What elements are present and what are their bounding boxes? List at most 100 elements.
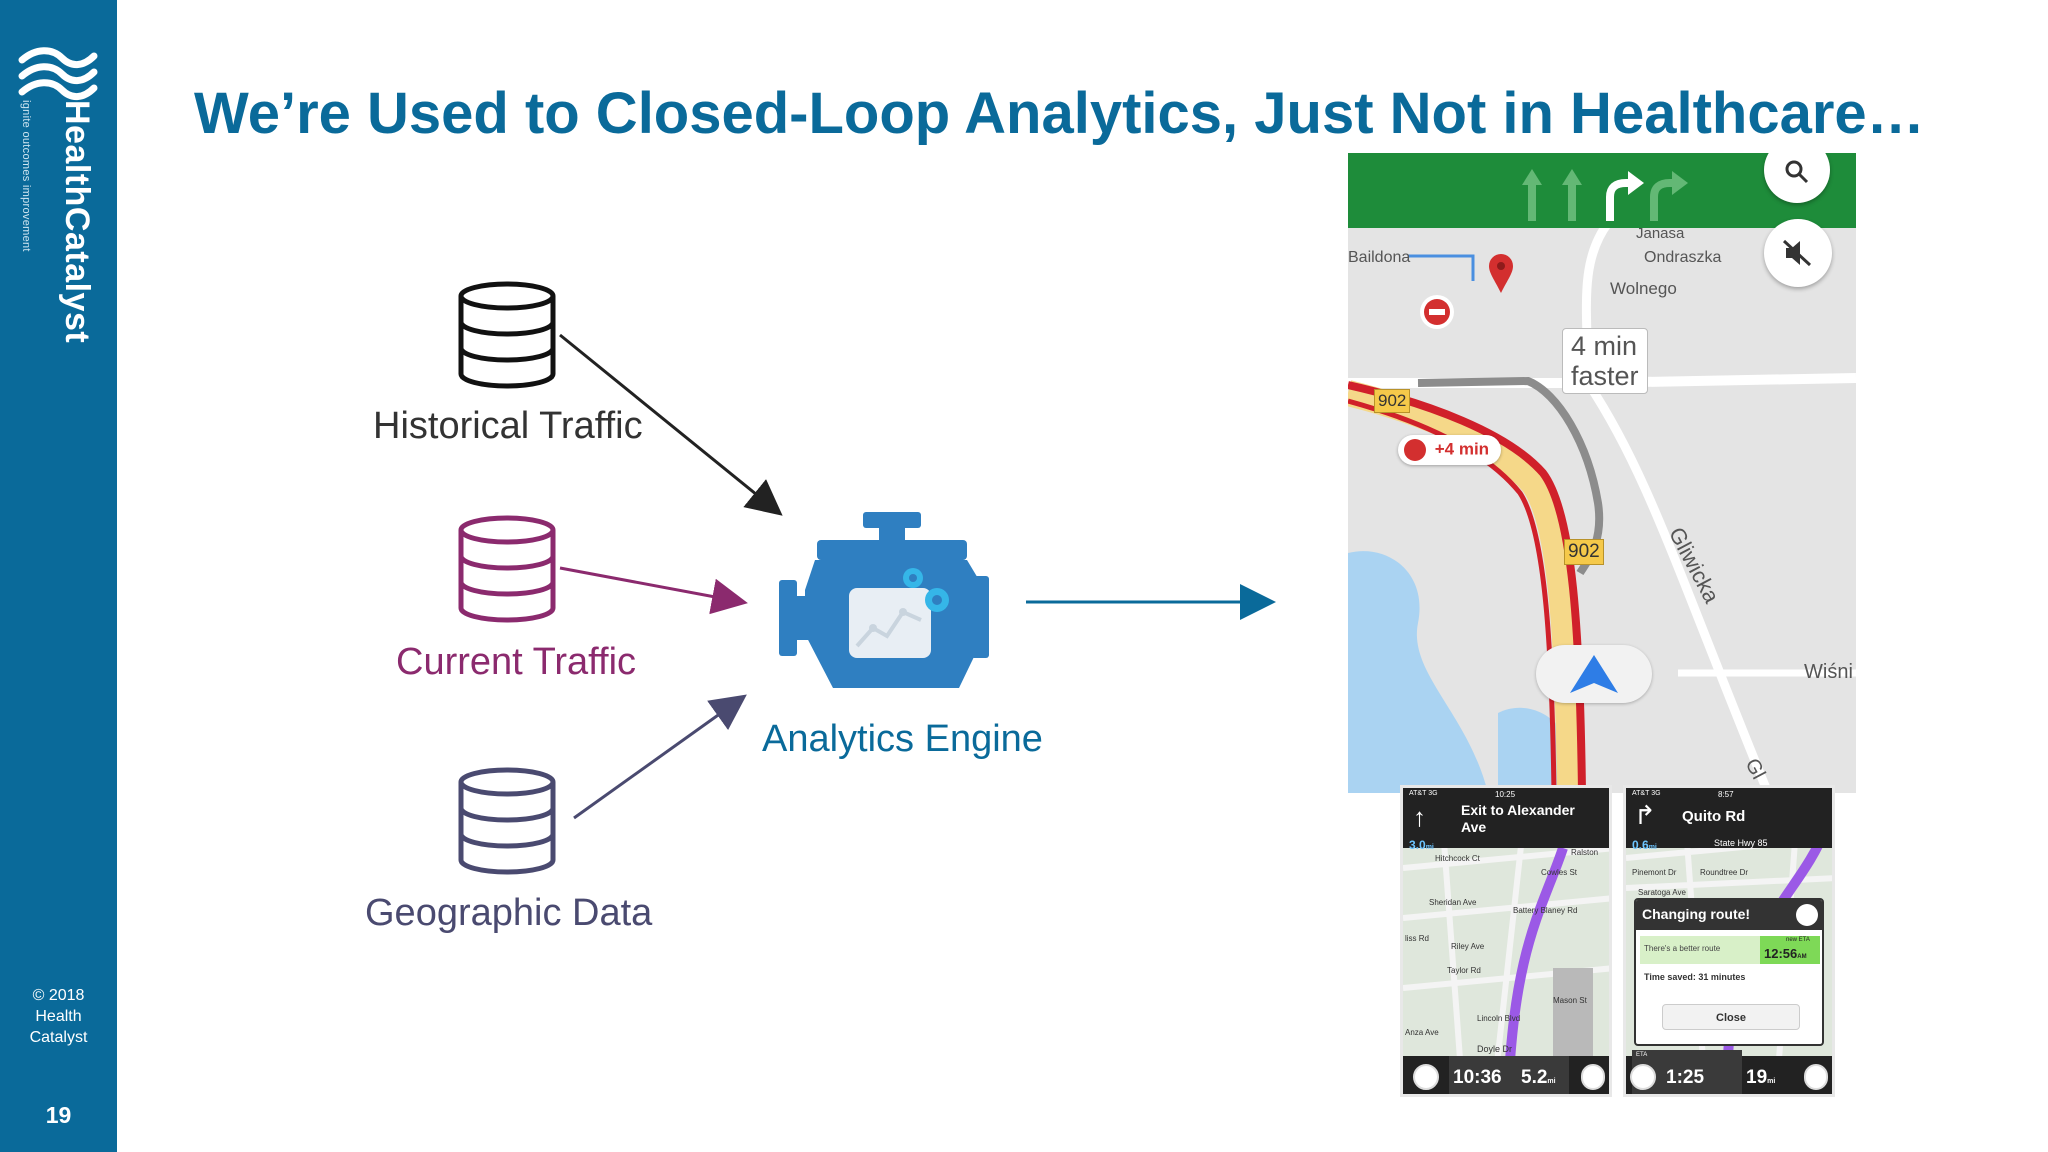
remaining-unit: mi <box>1547 1078 1556 1085</box>
instruction-text: Exit to Alexander <box>1461 802 1575 818</box>
street-label: Mason St <box>1553 996 1587 1005</box>
street-label: Ralston <box>1571 848 1599 857</box>
navigation-arrow-icon <box>1570 655 1618 693</box>
remaining-number: 19 <box>1746 1067 1768 1088</box>
page-number: 19 <box>45 1102 72 1128</box>
distance-value: 3.0mi <box>1409 838 1434 852</box>
arrow-historical <box>559 333 783 516</box>
street-label: Roundtree Dr <box>1700 868 1749 877</box>
location-pin-icon[interactable] <box>1581 1064 1605 1090</box>
street-label: Ondraszka <box>1644 249 1722 266</box>
arrow-geographic <box>573 694 747 820</box>
copyright-line: © 2018 <box>32 987 85 1004</box>
sidebar: HealthCatalyst ignite outcomes improveme… <box>0 0 117 1152</box>
faster-route-callout: 4 min faster <box>1562 328 1648 394</box>
mute-icon <box>1782 239 1812 267</box>
instruction-text: Quito Rd <box>1682 808 1746 825</box>
distance-number: 3.0 <box>1409 838 1426 852</box>
close-button[interactable]: Close <box>1662 1004 1800 1030</box>
street-label: Sheridan Ave <box>1429 898 1477 907</box>
remaining-distance: 19mi <box>1746 1067 1775 1089</box>
engine-icon <box>779 512 989 688</box>
geographic-data-label: Geographic Data <box>365 892 653 934</box>
search-icon <box>1785 160 1809 184</box>
street-label: Wiśni <box>1804 661 1853 683</box>
car-icon <box>1404 439 1426 461</box>
current-traffic-label: Current Traffic <box>396 641 637 683</box>
street-label: Pinemont Dr <box>1632 868 1677 877</box>
dialog-header <box>1636 900 1822 930</box>
eta-time: 1:25 <box>1666 1067 1705 1088</box>
street-label: Hitchcock Ct <box>1435 854 1480 863</box>
chat-icon[interactable] <box>1630 1064 1656 1090</box>
dialog-title: Changing route! <box>1642 906 1751 922</box>
mute-button[interactable] <box>1764 219 1832 287</box>
phone1-map <box>1403 788 1609 1094</box>
faster-callout-line: faster <box>1571 361 1639 391</box>
distance-unit: mi <box>1648 844 1657 851</box>
status-carrier: AT&T 3G <box>1409 790 1438 797</box>
street-label: Janasa <box>1636 225 1685 242</box>
dialog-message: There's a better route <box>1644 944 1721 953</box>
copyright: © 2018 Health Catalyst <box>0 985 117 1048</box>
database-icon-historical <box>458 281 556 389</box>
road-number-badge: 902 <box>1374 389 1411 413</box>
remaining-unit: mi <box>1767 1078 1776 1085</box>
road-number-badge: 902 <box>1564 539 1604 565</box>
eta-time: 10:36 <box>1453 1067 1502 1088</box>
street-label: Cowles St <box>1541 868 1578 877</box>
delay-badge: +4 min <box>1398 435 1502 465</box>
chat-icon[interactable] <box>1413 1064 1439 1090</box>
street-label: Doyle Dr <box>1477 1044 1513 1054</box>
turn-arrow-icon: ↱ <box>1634 800 1656 830</box>
search-button[interactable] <box>1764 153 1830 203</box>
location-pin-icon <box>1489 254 1513 293</box>
health-catalyst-logo-icon <box>18 47 98 100</box>
no-entry-icon <box>1420 295 1454 329</box>
delay-badge-text: +4 min <box>1434 439 1490 459</box>
street-label: Anza Ave <box>1405 1028 1439 1037</box>
new-eta-box <box>1760 936 1820 964</box>
new-eta-suffix: AM <box>1797 954 1807 960</box>
phone-screenshot-2: AT&T 3G 8:57 ↱ Quito Rd 0.6mi State Hwy … <box>1623 785 1835 1097</box>
turn-arrow-icon: ↑ <box>1413 802 1426 832</box>
remaining-distance: 5.2mi <box>1521 1067 1556 1089</box>
street-label: Taylor Rd <box>1447 966 1481 975</box>
distance-unit: mi <box>1425 844 1434 851</box>
arrow-current <box>559 566 748 615</box>
database-icon-current <box>458 515 556 623</box>
current-location-marker <box>1536 645 1652 703</box>
street-label: liss Rd <box>1405 934 1430 943</box>
analytics-engine-label: Analytics Engine <box>762 718 1043 760</box>
remaining-number: 5.2 <box>1521 1067 1548 1088</box>
status-carrier: AT&T 3G <box>1632 790 1661 797</box>
location-pin-icon[interactable] <box>1804 1064 1828 1090</box>
distance-number: 0.6 <box>1632 838 1649 852</box>
historical-traffic-label: Historical Traffic <box>373 405 643 447</box>
status-time: 10:25 <box>1495 790 1516 799</box>
database-icon-geographic <box>458 767 556 875</box>
street-label: Battery Blaney Rd <box>1513 906 1578 915</box>
eta-label: ETA <box>1636 1052 1648 1058</box>
navigation-map: Janasa Ondraszka Wolnego Baildona Gliwic… <box>1348 153 1856 793</box>
waze-icon <box>1796 904 1818 926</box>
slide-title: We’re Used to Closed-Loop Analytics, Jus… <box>194 81 1925 146</box>
distance-value: 0.6mi <box>1632 838 1657 852</box>
time-saved: Time saved: 31 minutes <box>1644 972 1746 982</box>
street-label: Wolnego <box>1610 279 1677 298</box>
copyright-line: Health <box>35 1008 82 1025</box>
street-label: Lincoln Blvd <box>1477 1014 1521 1023</box>
street-label: State Hwy 85 <box>1714 838 1768 848</box>
street-label: Riley Ave <box>1451 942 1485 951</box>
copyright-line: Catalyst <box>29 1029 88 1046</box>
new-eta-label: new ETA <box>1786 937 1810 943</box>
street-label: Baildona <box>1348 249 1411 266</box>
street-label: Saratoga Ave <box>1638 888 1686 897</box>
new-eta-value: 12:56AM <box>1764 946 1807 961</box>
instruction-text: Ave <box>1461 819 1487 835</box>
status-time: 8:57 <box>1718 790 1734 799</box>
new-eta-time: 12:56 <box>1764 946 1798 961</box>
reroute-dialog: Changing route! There's a better route n… <box>1634 898 1824 1046</box>
turn-arrow-icon <box>1522 169 1688 221</box>
